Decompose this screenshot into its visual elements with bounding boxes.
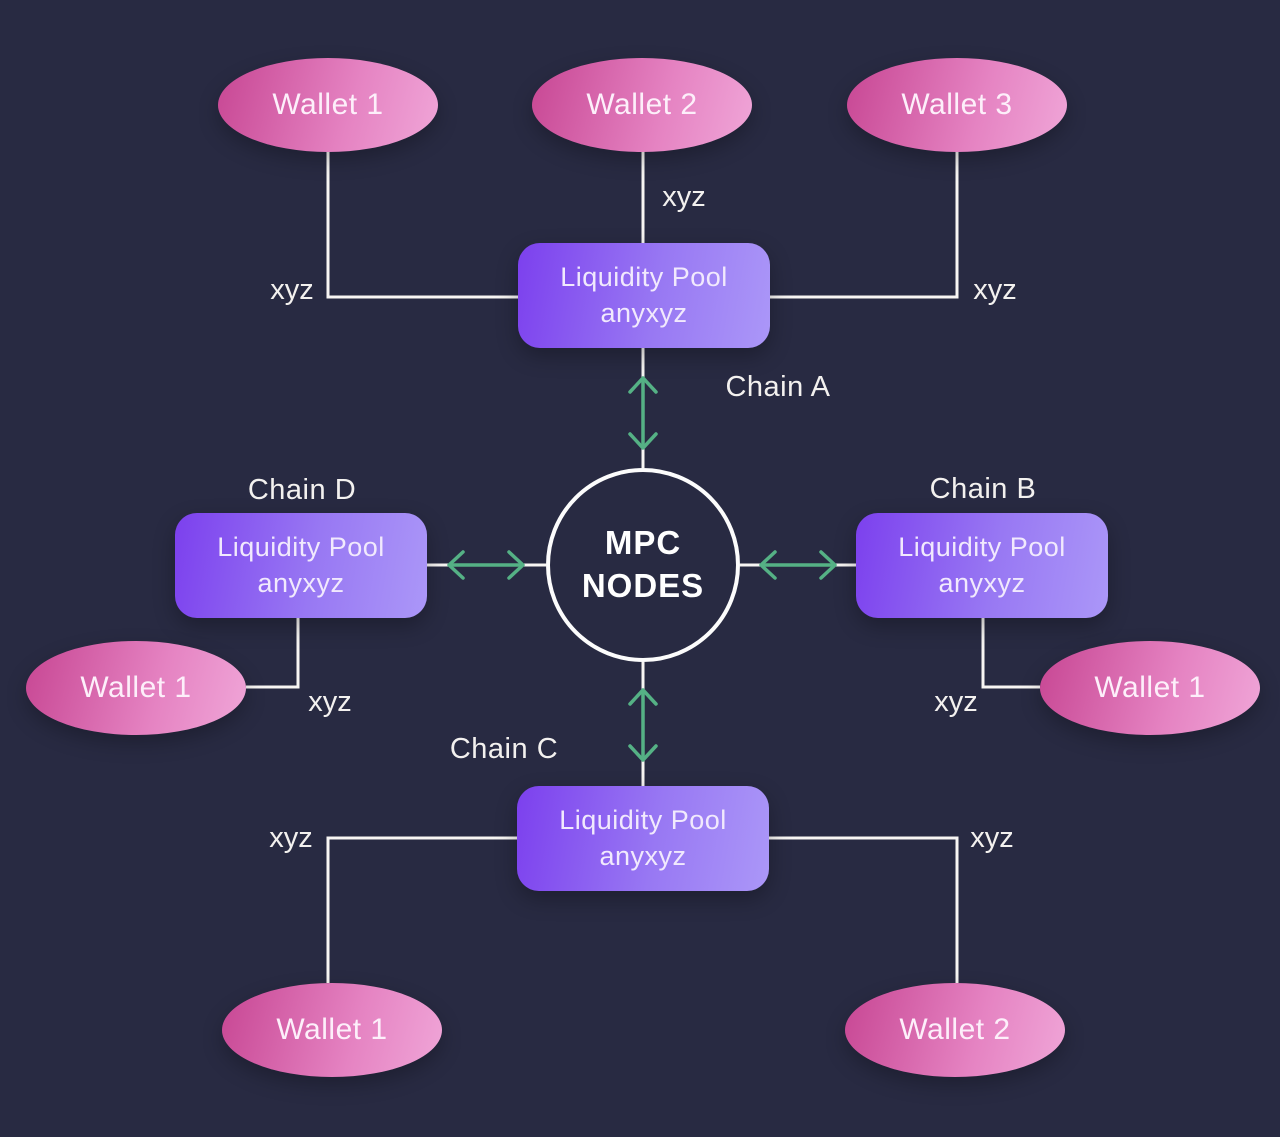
chain-a-label: Chain A — [725, 371, 831, 403]
arrow-chain-a — [628, 376, 658, 450]
edge-pool-b-to-wallet-right-1 — [981, 618, 1040, 689]
wallet-top-2-label: Wallet 2 — [586, 88, 698, 121]
wallet-top-1-label: Wallet 1 — [272, 88, 384, 121]
mpc-nodes-line2: NODES — [581, 567, 705, 604]
edge-label-top-left: xyz — [270, 274, 314, 306]
pool-chain-d-line1: Liquidity Pool — [217, 532, 385, 563]
edge-label-mid-left: xyz — [308, 686, 352, 718]
wallet-top-3-label: Wallet 3 — [901, 88, 1013, 121]
pool-chain-b-line1: Liquidity Pool — [898, 532, 1066, 563]
wallet-bottom-2-label: Wallet 2 — [899, 1013, 1011, 1046]
edge-label-top-center: xyz — [662, 181, 706, 213]
pool-chain-c: Liquidity Pool anyxyz — [517, 786, 769, 891]
wallet-left-1-label: Wallet 1 — [80, 671, 192, 704]
wallet-top-2: Wallet 2 — [532, 58, 752, 152]
wallet-bottom-1-label: Wallet 1 — [276, 1013, 388, 1046]
wallet-top-3: Wallet 3 — [847, 58, 1067, 152]
mpc-nodes-circle: MPC NODES — [546, 468, 740, 662]
wallet-top-1: Wallet 1 — [218, 58, 438, 152]
edge-label-bottom-right: xyz — [970, 822, 1014, 854]
edge-pool-d-to-wallet-left-1 — [246, 618, 300, 689]
edge-wallet-top-3-to-pool-a — [770, 150, 959, 299]
wallet-bottom-2: Wallet 2 — [845, 983, 1065, 1077]
pool-chain-b-line2: anyxyz — [938, 567, 1026, 598]
arrow-chain-c — [628, 688, 658, 762]
pool-chain-c-line2: anyxyz — [599, 840, 687, 871]
wallet-bottom-1: Wallet 1 — [222, 983, 442, 1077]
pool-chain-b: Liquidity Pool anyxyz — [856, 513, 1108, 618]
pool-chain-d-line2: anyxyz — [257, 567, 345, 598]
pool-chain-a-line1: Liquidity Pool — [560, 262, 728, 293]
wallet-right-1: Wallet 1 — [1040, 641, 1260, 735]
green-bidirectional-arrows — [447, 376, 837, 762]
chain-b-label: Chain B — [929, 473, 1037, 505]
mpc-nodes-line1: MPC — [604, 524, 682, 562]
arrow-chain-d — [447, 550, 525, 580]
pool-chain-c-line1: Liquidity Pool — [559, 805, 727, 836]
edge-pool-c-to-wallet-bottom-1 — [326, 836, 518, 983]
pool-chain-a-line2: anyxyz — [600, 297, 688, 328]
edge-wallet-top-1-to-pool-a — [326, 150, 518, 299]
edge-label-bottom-left: xyz — [269, 822, 313, 854]
chain-c-label: Chain C — [449, 733, 559, 765]
edge-label-mid-right: xyz — [934, 686, 978, 718]
wallet-right-1-label: Wallet 1 — [1094, 671, 1206, 704]
edge-label-top-right: xyz — [973, 274, 1017, 306]
pool-chain-d: Liquidity Pool anyxyz — [175, 513, 427, 618]
wallet-left-1: Wallet 1 — [26, 641, 246, 735]
edge-pool-c-to-wallet-bottom-2 — [768, 836, 959, 983]
chain-d-label: Chain D — [247, 474, 357, 506]
arrow-chain-b — [759, 550, 837, 580]
pool-chain-a: Liquidity Pool anyxyz — [518, 243, 770, 348]
